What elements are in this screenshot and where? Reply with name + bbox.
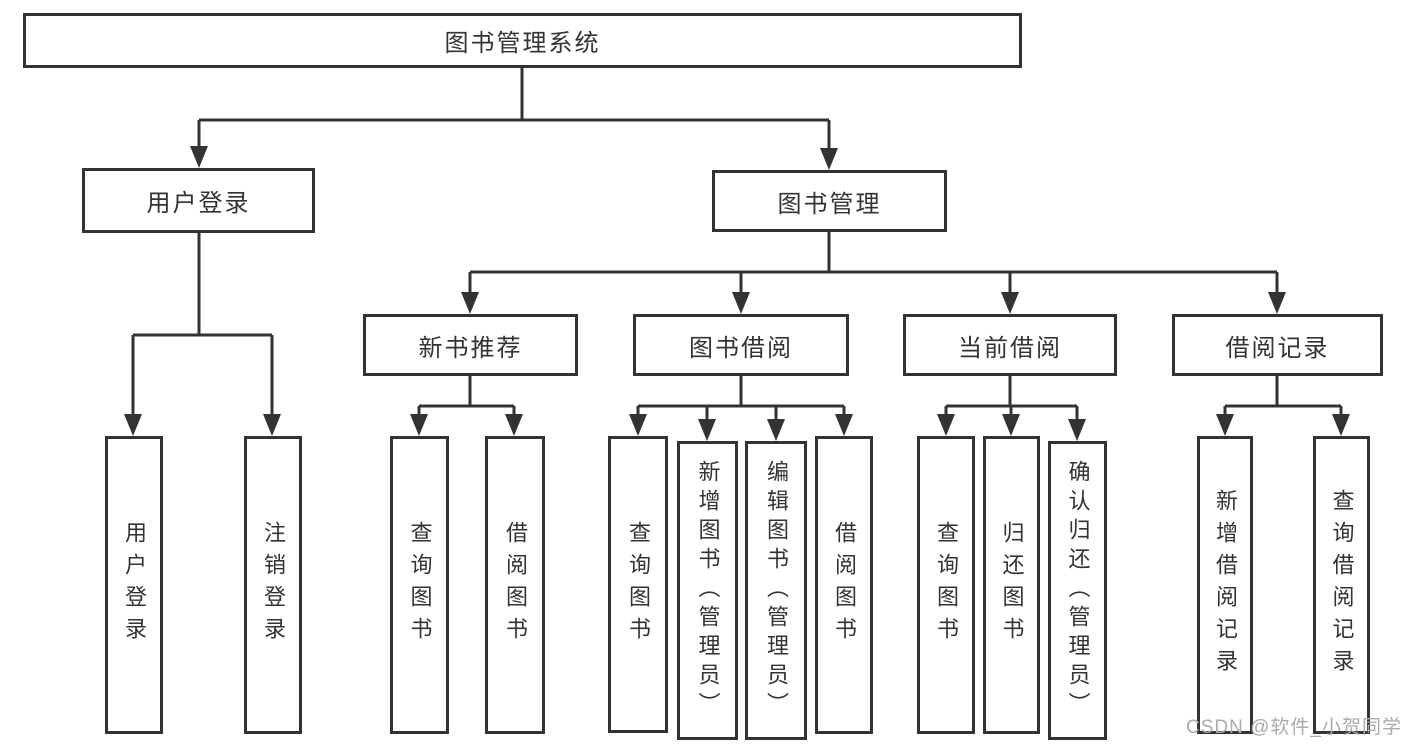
node-user-login: 用户登录 [82, 168, 315, 233]
edge-book-borrow-branch [636, 376, 846, 423]
node-new-book-recommend: 新书推荐 [363, 314, 578, 376]
leaf-add-books-admin: 新增图书（管理员） [677, 441, 738, 740]
leaf-logout: 注销登录 [244, 436, 302, 734]
node-borrow-records: 借阅记录 [1172, 314, 1383, 376]
leaf-query-books-recommend: 查询图书 [390, 436, 449, 734]
leaf-add-borrow-record: 新增借阅记录 [1197, 436, 1253, 734]
leaf-edit-books-admin: 编辑图书（管理员） [745, 441, 807, 740]
edge-current-borrow-branch [944, 376, 1079, 423]
node-book-management: 图书管理 [712, 170, 947, 232]
edge-borrow-records-branch [1223, 376, 1343, 418]
edge-root-to-level2 [197, 68, 831, 152]
node-book-borrow: 图书借阅 [633, 314, 849, 376]
csdn-watermark: CSDN @软件_小贺同学 [1186, 717, 1402, 738]
node-current-borrow: 当前借阅 [903, 314, 1117, 376]
edge-new-book-recommend-branch [417, 376, 516, 418]
node-library-management-system: 图书管理系统 [23, 13, 1022, 68]
leaf-borrow-books-recommend: 借阅图书 [485, 436, 545, 734]
edge-book-management-branch [468, 232, 1279, 296]
leaf-return-books: 归还图书 [983, 436, 1040, 734]
arrowheads [124, 146, 1350, 441]
leaf-query-books-borrow: 查询图书 [608, 436, 668, 733]
leaf-query-borrow-record: 查询借阅记录 [1313, 436, 1370, 734]
leaf-query-books-current: 查询图书 [917, 436, 975, 734]
edge-user-login-branch [131, 233, 274, 418]
leaf-borrow-books-borrow: 借阅图书 [815, 436, 873, 734]
leaf-confirm-return-admin: 确认归还（管理员） [1048, 441, 1107, 740]
leaf-user-login: 用户登录 [105, 436, 163, 734]
